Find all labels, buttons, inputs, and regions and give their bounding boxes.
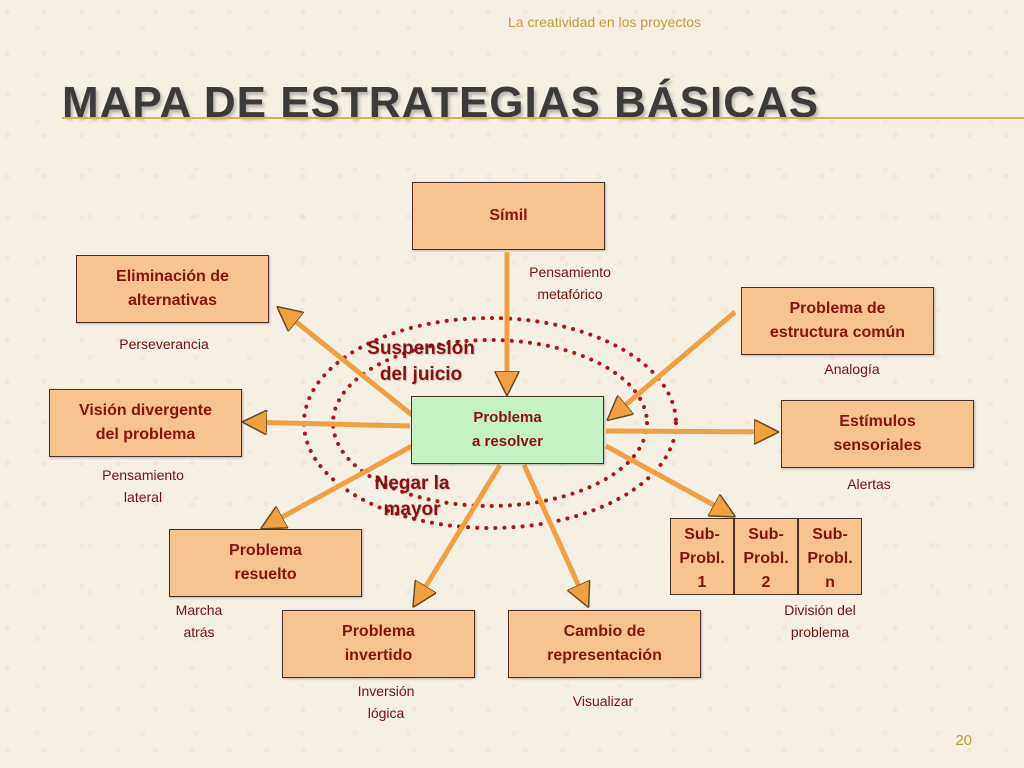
arrow-invertido — [415, 463, 503, 604]
note-marcha-atras: Marcha atrás — [175, 602, 223, 640]
box-simil: Símil — [412, 182, 605, 250]
note-visualizar: Visualizar — [572, 693, 634, 709]
box-estructura-comun: Problema de estructura común — [741, 287, 934, 355]
arrow-estimulos — [605, 431, 775, 432]
box-cambio-representacion: Cambio de representación — [508, 610, 701, 678]
label-negar-mayor: Negar la mayor — [374, 473, 450, 520]
box-subproblema-2: Sub- Probl. 2 — [734, 518, 798, 595]
arrow-resuelto — [264, 443, 414, 527]
note-inversion-logica: Inversión lógica — [357, 683, 415, 721]
box-subproblema-n: Sub- Probl. n — [798, 518, 862, 595]
box-subproblema-1: Sub- Probl. 1 — [670, 518, 734, 595]
ellipse-inner — [331, 338, 649, 508]
note-pensamiento-metaforico: Pensamiento metafórico — [529, 264, 611, 302]
center-problem-box: Problema a resolver — [411, 396, 604, 464]
note-perseverancia: Perseverancia — [119, 336, 209, 352]
arrow-estructura — [610, 310, 737, 418]
arrow-vision — [246, 422, 411, 426]
title-underline — [62, 117, 1024, 119]
note-alertas: Alertas — [847, 476, 891, 492]
label-suspension-juicio: Suspensión del juicio — [367, 338, 475, 385]
center-line1: Problema — [473, 409, 542, 426]
arrow-subproblemas — [604, 443, 732, 515]
box-problema-resuelto: Problema resuelto — [169, 529, 362, 597]
box-problema-invertido: Problema invertido — [282, 610, 475, 678]
arrow-eliminacion — [280, 309, 414, 417]
note-pensamiento-lateral: Pensamiento lateral — [102, 467, 184, 505]
center-line2: a resolver — [472, 433, 543, 450]
box-eliminacion: Eliminación de alternativas — [76, 255, 269, 323]
note-division-problema: División del problema — [784, 602, 856, 640]
page-number: 20 — [955, 732, 972, 749]
box-estimulos: Estímulos sensoriales — [781, 400, 974, 468]
arrow-cambio — [521, 463, 587, 604]
note-analogia: Analogía — [824, 361, 880, 377]
slide-header: La creatividad en los proyectos — [508, 14, 701, 30]
box-vision-divergente: Visión divergente del problema — [49, 389, 242, 457]
